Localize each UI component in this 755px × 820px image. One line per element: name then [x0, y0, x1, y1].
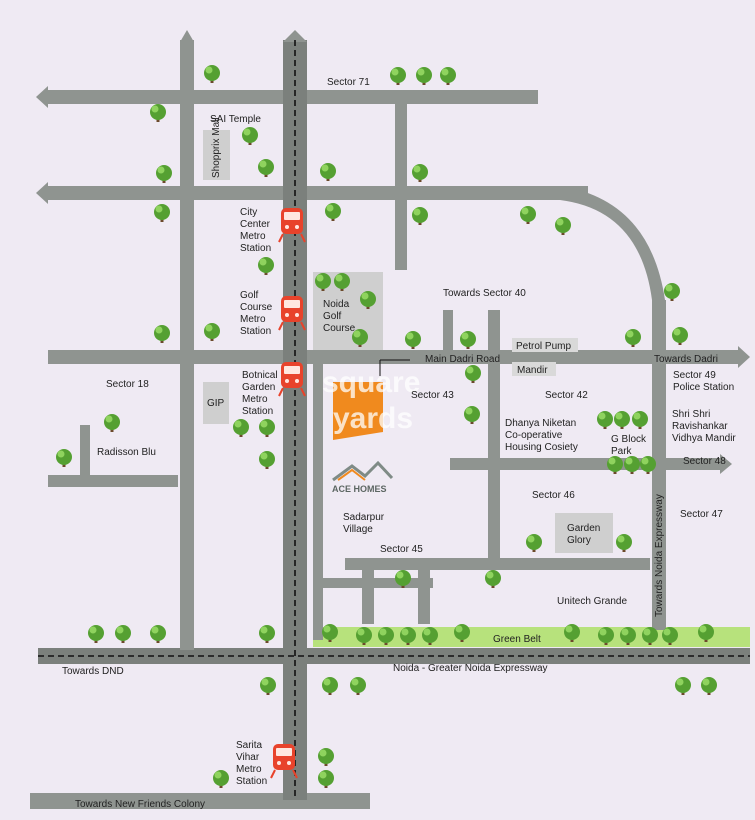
road-row2 — [48, 186, 588, 200]
gip-block — [203, 382, 229, 424]
watermark-yards: yards — [333, 402, 413, 435]
label-sadarpur: Sadarpur — [343, 512, 385, 523]
label-botanical-2: Garden — [242, 382, 275, 393]
label-sarita-3: Metro — [236, 764, 262, 775]
project-site-marker-icon — [333, 382, 383, 440]
road-v1 — [180, 40, 194, 650]
road-v6 — [488, 310, 500, 560]
label-sector48: Sector 48 — [683, 456, 726, 467]
label-city-center-2: Center — [240, 219, 271, 230]
label-sector43: Sector 43 — [411, 390, 454, 401]
road-network — [30, 30, 750, 809]
label-botanical-1: Botnical — [242, 370, 278, 381]
arrow-right-48 — [720, 454, 732, 474]
watermark-square: square — [322, 366, 420, 399]
label-city-center-3: Metro — [240, 231, 266, 242]
house-roof-logo-icon — [332, 460, 394, 482]
label-sarita-4: Station — [236, 776, 267, 787]
road-curve — [560, 186, 665, 300]
label-village: Village — [343, 524, 373, 535]
label-sector47: Sector 47 — [680, 509, 723, 520]
label-park: Park — [611, 446, 633, 457]
label-dhanya-niketan-2: Co-operative — [505, 430, 563, 441]
label-sector71: Sector 71 — [327, 77, 370, 88]
label-sarita-1: Sarita — [236, 740, 263, 751]
label-towards-new-friends-colony: Towards New Friends Colony — [75, 799, 205, 810]
road-v7 — [418, 564, 430, 624]
road-v9 — [313, 350, 323, 640]
road-v4 — [80, 425, 90, 485]
shopprix-mall-block — [203, 130, 230, 180]
mandir-box — [512, 362, 556, 376]
label-city-center-1: City — [240, 207, 257, 218]
label-police-station: Police Station — [673, 382, 734, 393]
label-unitech-grande: Unitech Grande — [557, 596, 627, 607]
label-sector42: Sector 42 — [545, 390, 588, 401]
road-v5 — [443, 310, 453, 360]
label-towards-dnd: Towards DND — [62, 666, 124, 677]
label-sector49: Sector 49 — [673, 370, 716, 381]
label-golf-course-4: Station — [240, 326, 271, 337]
label-vidhya-mandir: Vidhya Mandir — [672, 433, 736, 444]
road-row4 — [48, 475, 178, 487]
project-logo-text: ACE HOMES — [332, 484, 387, 494]
label-botanical-4: Station — [242, 406, 273, 417]
label-shri-shri: Shri Shri — [672, 409, 710, 420]
label-green-belt: Green Belt — [493, 634, 541, 645]
garden-glory-block — [555, 513, 613, 553]
arrow-left-2 — [36, 182, 48, 204]
green-belt-strip — [313, 627, 750, 647]
label-ravishankar: Ravishankar — [672, 421, 728, 432]
road-v8 — [362, 564, 374, 624]
label-towards-dadri: Towards Dadri — [654, 354, 718, 365]
arrow-top-left — [180, 30, 194, 42]
road-v3 — [395, 100, 407, 270]
label-mandir: Mandir — [517, 365, 548, 376]
label-golf-course-2: Course — [240, 302, 273, 313]
label-sector45: Sector 45 — [380, 544, 423, 555]
arrow-right-dadri — [738, 346, 750, 368]
label-noida-golf-3: Course — [323, 323, 356, 334]
arrow-left-1 — [36, 86, 48, 108]
label-glory: Glory — [567, 535, 591, 546]
road-dadri — [48, 350, 738, 364]
label-sector46: Sector 46 — [532, 490, 575, 501]
label-g-block: G Block — [611, 434, 647, 445]
label-towards-noida-expressway: Towards Noida Expressway — [654, 494, 665, 617]
road-v10 — [652, 300, 666, 630]
label-sai-temple: SAI Temple — [210, 114, 261, 125]
label-noida-golf-2: Golf — [323, 311, 342, 322]
label-radisson-blu: Radisson Blu — [97, 447, 156, 458]
label-petrol-pump: Petrol Pump — [516, 341, 571, 352]
petrol-pump-box — [512, 338, 578, 352]
label-noida-golf-1: Noida — [323, 299, 350, 310]
label-shopprix-mall: Shopprix Mall — [211, 117, 222, 178]
label-towards-sector40: Towards Sector 40 — [443, 288, 526, 299]
label-dhanya-niketan-3: Housing Cosiety — [505, 442, 578, 453]
label-botanical-3: Metro — [242, 394, 268, 405]
label-city-center-4: Station — [240, 243, 271, 254]
arrow-top-center — [283, 30, 307, 42]
label-garden: Garden — [567, 523, 600, 534]
label-sarita-2: Vihar — [236, 752, 260, 763]
label-dhanya-niketan-1: Dhanya Niketan — [505, 418, 576, 429]
label-golf-course-3: Metro — [240, 314, 266, 325]
label-main-dadri-road: Main Dadri Road — [425, 354, 500, 365]
label-sector18: Sector 18 — [106, 379, 149, 390]
label-golf-course-1: Golf — [240, 290, 259, 301]
map-labels: Sector 71 SAI Temple Shopprix Mall City … — [62, 77, 736, 810]
label-expressway: Noida - Greater Noida Expressway — [393, 663, 548, 674]
label-gip: GIP — [207, 398, 225, 409]
